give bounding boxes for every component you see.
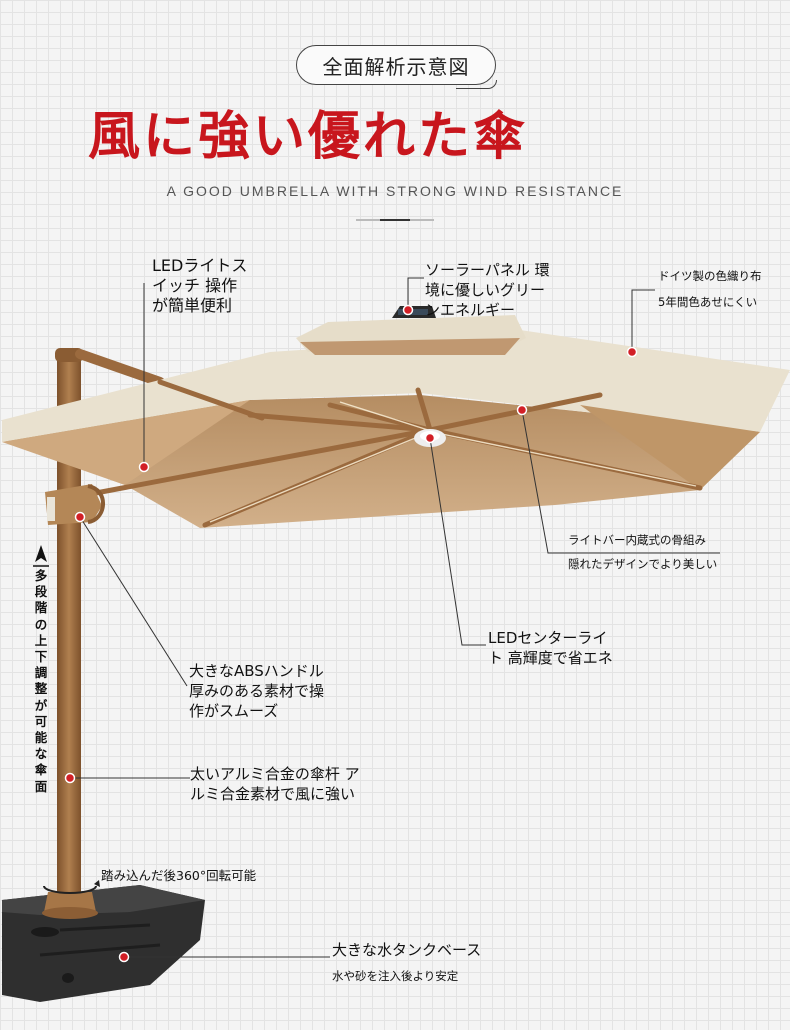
water-tank-base [2, 885, 205, 1002]
adjust-arrow-icon [33, 545, 49, 567]
cantilever-arm [75, 349, 165, 387]
label-water-base: 大きな水タンクベース 水や砂を注入後より安定 [332, 941, 482, 983]
label-center-light: LEDセンターライ ト 高輝度で省エネ [488, 629, 613, 667]
divider-right [410, 219, 434, 221]
label-alloy-pole: 太いアルミ合金の傘杆 ア ルミ合金素材で風に強い [190, 765, 360, 803]
divider-center [380, 219, 410, 221]
page-headline: 風に強い優れた傘 [88, 106, 529, 167]
label-fabric: ドイツ製の色織り布 5年間色あせにくい [658, 269, 762, 309]
divider-left [356, 219, 380, 221]
vertical-adjust-note: 多 段 階 の 上 下 調 整 が 可 能 な 傘 面 [34, 568, 48, 794]
abs-handle [45, 484, 105, 525]
label-rib-light: ライトバー内蔵式の骨組み 隠れたデザインでより美しい [568, 533, 718, 571]
leader-lines [70, 277, 720, 958]
page-subtitle: A GOOD UMBRELLA WITH STRONG WIND RESISTA… [166, 183, 624, 199]
label-abs-handle: 大きなABSハンドル 厚みのある素材で操 作がスムーズ [189, 662, 325, 720]
label-led-switch: LEDライトス イッチ 操作 が簡単便利 [152, 256, 248, 315]
canopy-top [2, 330, 790, 442]
section-badge: 全面解析示意図 [296, 45, 497, 89]
annotation-markers [64, 304, 638, 963]
label-rotation: 踏み込んだ後360°回転可能 [101, 868, 257, 883]
label-solar-panel: ソーラーパネル 環 境に優しいグリー ンエネルギー [425, 261, 550, 319]
section-badge-text: 全面解析示意図 [322, 54, 470, 79]
